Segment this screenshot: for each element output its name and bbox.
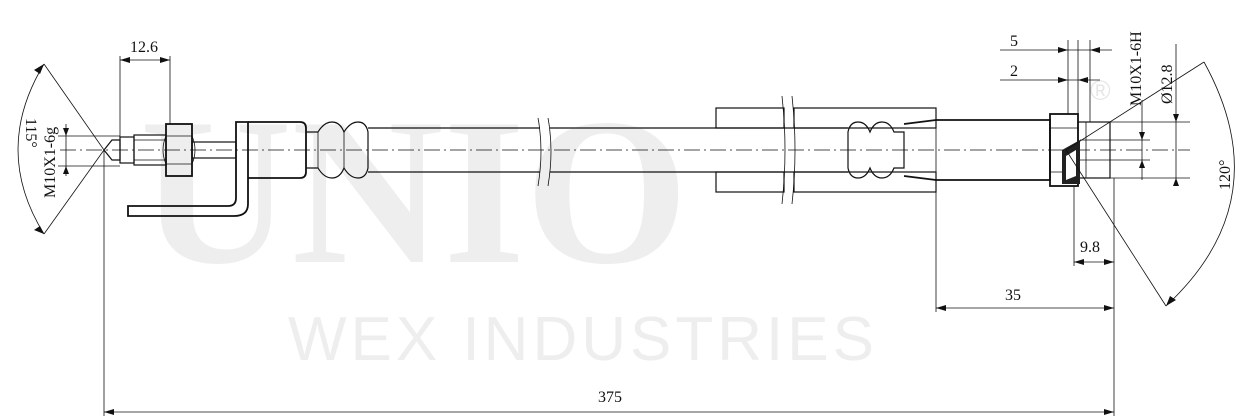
dim-label-left-thread: M10X1-6g xyxy=(42,127,59,198)
dim-label-right-diameter: Ø12.8 xyxy=(1159,64,1176,104)
dim-label-right-thread: M10X1-6H xyxy=(1128,31,1145,106)
dim-label-12-6: 12.6 xyxy=(130,39,158,56)
dim-label-left-angle: 115° xyxy=(22,118,39,148)
watermark-registered: ® xyxy=(1090,75,1111,106)
left-ferrule xyxy=(248,121,369,179)
watermark: UNIO ® WEX INDUSTRIES xyxy=(140,75,1111,374)
dim-left-angle: 115° xyxy=(17,63,105,235)
dim-overall-length: 375 xyxy=(103,150,1115,416)
dim-label-2: 2 xyxy=(1010,63,1018,80)
dim-right-angle: 120° xyxy=(1065,61,1235,307)
watermark-brand: UNIO xyxy=(140,76,688,308)
dim-right-offsets: 5 2 xyxy=(1000,33,1112,122)
sleeve-left-bottom xyxy=(715,171,785,193)
dim-label-right-angle: 120° xyxy=(1217,160,1234,190)
hose xyxy=(368,95,937,205)
dim-left-fitting-length: 12.6 xyxy=(119,39,171,137)
dim-label-375: 375 xyxy=(598,389,622,406)
right-fitting xyxy=(1049,113,1111,187)
left-fitting xyxy=(103,121,249,217)
dim-left-thread: M10X1-6g xyxy=(42,124,120,198)
watermark-company: WEX INDUSTRIES xyxy=(288,305,878,374)
sleeve-left xyxy=(715,107,785,129)
dim-right-nut-width: 9.8 xyxy=(1073,178,1115,266)
dim-label-5: 5 xyxy=(1010,33,1018,50)
dim-label-35: 35 xyxy=(1005,287,1021,304)
dim-label-9-8: 9.8 xyxy=(1080,239,1100,256)
dim-right-end-length: 35 xyxy=(935,180,1115,312)
dim-right-thread-diameter: M10X1-6H Ø12.8 xyxy=(1110,31,1190,186)
